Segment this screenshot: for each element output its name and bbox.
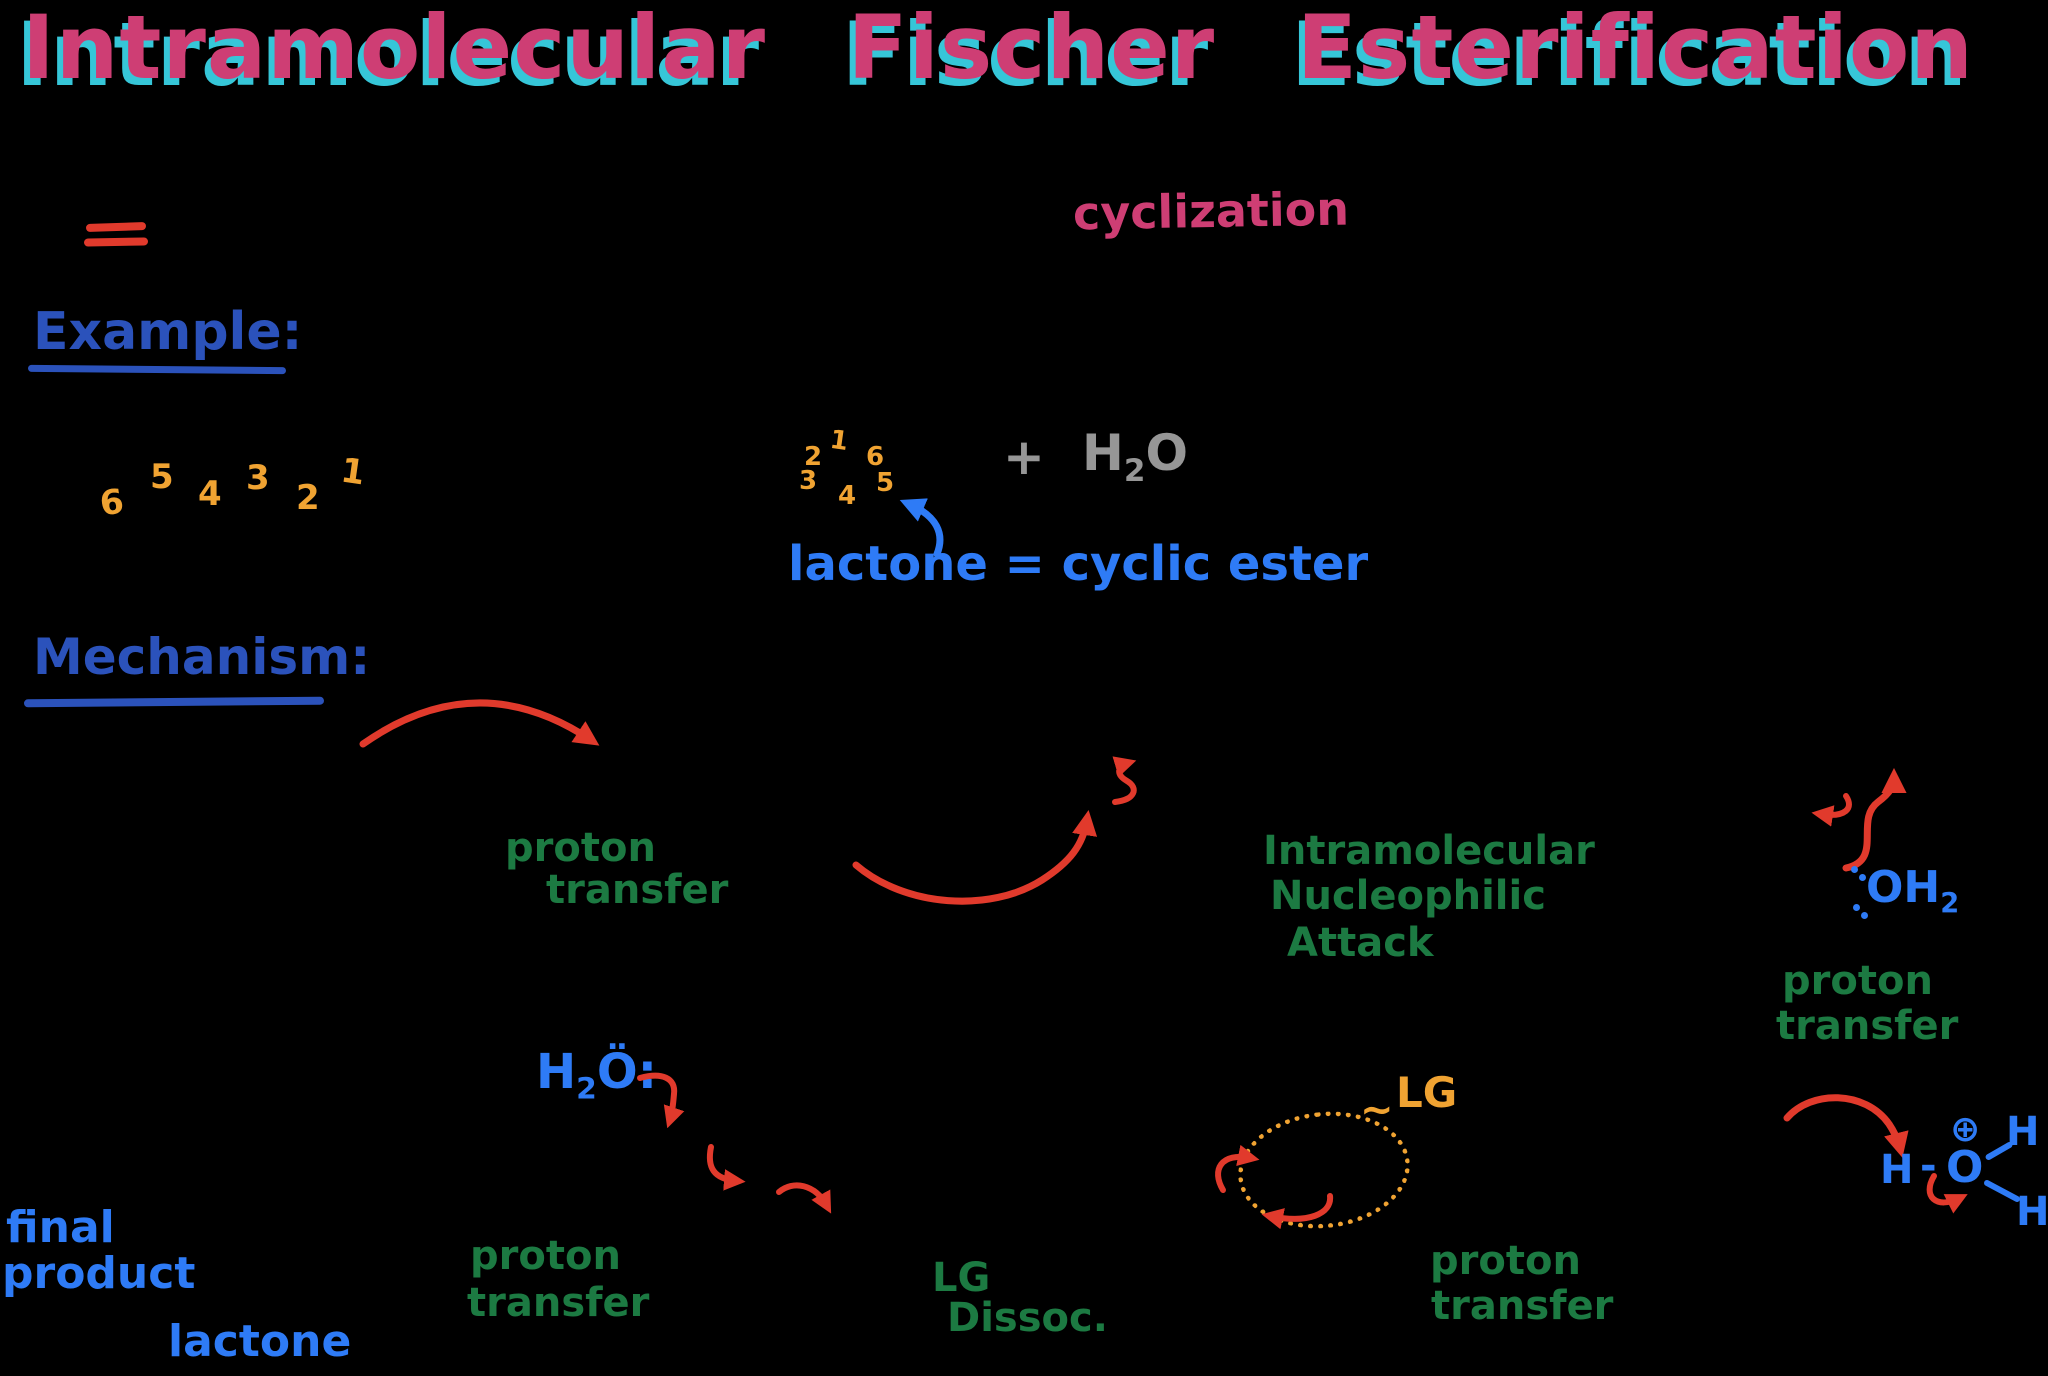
lg-tag-tilde: ~: [1360, 1087, 1394, 1133]
nucleophilic-attack-line1: Intramolecular: [1263, 828, 1595, 874]
ring-carbon-number-3: 3: [799, 466, 818, 496]
lg-dissociation-line1: LG: [932, 1255, 991, 1301]
example-underline: [27, 364, 287, 375]
lg-dissociation-line2: Dissoc.: [947, 1295, 1108, 1341]
lone-pair-dot: [1851, 866, 1858, 873]
red-equals-mark-bottom: [83, 237, 149, 247]
chain-carbon-number-6: 6: [97, 481, 127, 525]
water-o: O: [1145, 424, 1188, 482]
ring-carbon-number-5: 5: [876, 468, 895, 498]
chain-carbon-number-4: 4: [198, 474, 222, 514]
h2o-subscript: 2: [576, 1071, 597, 1107]
arc-arrow-mid-bottom: [776, 1182, 832, 1214]
lactone-pointer-arrow: [899, 498, 944, 558]
oh2-subscript: 2: [1940, 887, 1960, 919]
lg-tag-label: LG: [1396, 1068, 1458, 1117]
arc-arrow-to-hydronium: [1783, 1094, 1909, 1158]
proton-transfer-3-line1: proton: [470, 1233, 621, 1279]
chain-carbon-number-3: 3: [246, 458, 270, 498]
mechanism-heading: Mechanism:: [33, 628, 371, 686]
s-curve-arrow-top-right: [1842, 767, 1907, 872]
mechanism-underline: [23, 696, 325, 708]
arrow-into-ellipse-left: [1215, 1144, 1260, 1193]
water-byproduct-formula: H2O: [1082, 428, 1188, 487]
proton-transfer-4-line1: proton: [1430, 1238, 1581, 1284]
page-title: Intramolecular Fischer Esterification: [22, 0, 1974, 99]
chain-carbon-number-1: 1: [338, 450, 368, 494]
oh2-species: OH2: [1866, 866, 1959, 917]
lone-pair-dot: [1861, 912, 1868, 919]
chain-carbon-number-5: 5: [150, 457, 174, 497]
small-curl-arrow: [1112, 756, 1137, 805]
curl-arrow-hydronium: [1926, 1173, 1968, 1214]
nucleophilic-attack-line2: Nucleophilic: [1270, 873, 1546, 919]
hook-arrow-top-right: [1811, 793, 1852, 827]
proton-transfer-4-line2: transfer: [1431, 1283, 1614, 1329]
water-h: H: [1082, 424, 1124, 482]
example-heading: Example:: [33, 302, 303, 362]
lone-pair-dot: [1859, 874, 1866, 881]
proton-transfer-1-line2: transfer: [546, 867, 729, 913]
proton-transfer-1-line1: proton: [505, 825, 656, 871]
hydronium-positive-charge-icon: ⊕: [1950, 1109, 1981, 1150]
hydronium-o: O: [1946, 1142, 1984, 1193]
h2o-h: H: [536, 1044, 577, 1100]
h2o-o-with-lone-pair: Ö: [596, 1044, 638, 1100]
h2o-species: H2Ö:: [536, 1048, 657, 1104]
oh2-letters: OH: [1866, 862, 1941, 913]
curved-arrow-step1: [359, 699, 600, 748]
hydronium-h-bottom: H: [2016, 1189, 2048, 1235]
hook-arrow-mid-bottom: [706, 1144, 746, 1191]
final-product-line2: product: [2, 1248, 196, 1299]
ring-carbon-number-6: 6: [866, 442, 885, 472]
ring-carbon-number-1: 1: [828, 424, 851, 458]
curved-arrow-nucleophilic-attack: [852, 810, 1098, 905]
red-equals-mark-top: [85, 221, 147, 233]
cyclization-label: cyclization: [1072, 181, 1350, 241]
ring-carbon-number-4: 4: [838, 481, 857, 511]
arrow-under-ellipse: [1261, 1193, 1334, 1230]
proton-transfer-2-line2: transfer: [1776, 1003, 1959, 1049]
nucleophilic-attack-line3: Attack: [1287, 920, 1434, 966]
lone-pair-dot: [1853, 904, 1860, 911]
proton-transfer-2-line1: proton: [1782, 958, 1933, 1004]
plus-sign: +: [1003, 428, 1045, 486]
proton-transfer-3-line2: transfer: [467, 1280, 650, 1326]
final-product-line1: final: [6, 1202, 115, 1253]
chain-carbon-number-2: 2: [296, 478, 320, 518]
h2o-lone-pair-colon: :: [637, 1044, 657, 1100]
water-subscript: 2: [1123, 453, 1146, 489]
final-product-line3: lactone: [168, 1316, 352, 1367]
arrow-from-h2o: [637, 1072, 685, 1129]
hydronium-h-left: H: [1880, 1147, 1914, 1193]
lactone-definition: lactone = cyclic ester: [788, 536, 1369, 592]
ring-carbon-number-2: 2: [804, 442, 823, 472]
